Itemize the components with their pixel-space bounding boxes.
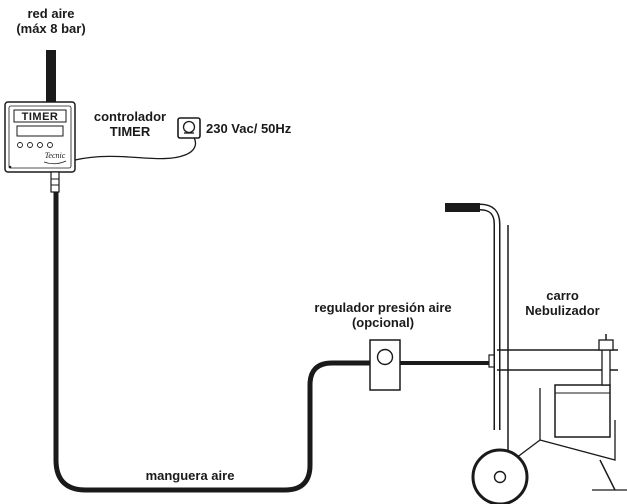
air-network-pipe xyxy=(46,50,56,102)
cart-handle-tube xyxy=(479,203,501,430)
timer-screw-1 xyxy=(8,165,12,169)
air-network-label-line1: red aire xyxy=(27,6,75,21)
cart-label-line2: Nebulizador xyxy=(525,303,600,318)
timer-brand-plate xyxy=(13,109,67,123)
cart-wheel-hub xyxy=(493,470,507,484)
cart-wheel xyxy=(471,448,529,504)
power-cable xyxy=(74,132,197,161)
timer-button-1 xyxy=(17,142,23,148)
air-network-label-line2: (máx 8 bar) xyxy=(16,21,86,36)
air-network-label: red aire (máx 8 bar) xyxy=(6,6,96,36)
cart-handle-grip xyxy=(445,203,480,212)
cart-tank xyxy=(554,384,611,438)
cart-valve-cap xyxy=(598,339,614,351)
regulator-label: regulador presión aire (opcional) xyxy=(298,300,468,330)
hose-label: manguera aire xyxy=(145,468,235,483)
air-hose xyxy=(53,192,370,493)
timer-maker-text: Tecnic xyxy=(45,151,66,160)
power-label: 230 Vac/ 50Hz xyxy=(206,121,292,136)
cart-label: carro Nebulizador xyxy=(510,288,615,318)
outlet-connector xyxy=(50,171,60,193)
cart-label-line1: carro xyxy=(546,288,579,303)
timer-display xyxy=(16,125,64,137)
cart-rear-leg xyxy=(599,459,616,491)
regulator-to-cart-hose xyxy=(400,361,489,365)
pressure-regulator xyxy=(369,339,401,391)
controller-label-line1: controlador xyxy=(93,109,167,124)
cart-frame-lower xyxy=(539,388,616,461)
timer-button-2 xyxy=(27,142,33,148)
wall-socket xyxy=(177,117,201,139)
timer-button-3 xyxy=(37,142,43,148)
regulator-label-line1: regulador presión aire xyxy=(314,300,452,315)
timer-button-4 xyxy=(47,142,53,148)
regulator-label-line2: (opcional) xyxy=(351,315,415,330)
cart-valve-body xyxy=(601,349,611,386)
controller-label: controlador TIMER xyxy=(80,109,180,139)
controller-label-line2: TIMER xyxy=(109,124,151,139)
timer-controller: TIMER Tecnic xyxy=(4,101,76,173)
nebulizer-cart xyxy=(445,203,627,504)
timer-maker-swoosh xyxy=(43,160,67,165)
timer-brand-text: TIMER xyxy=(22,111,59,123)
